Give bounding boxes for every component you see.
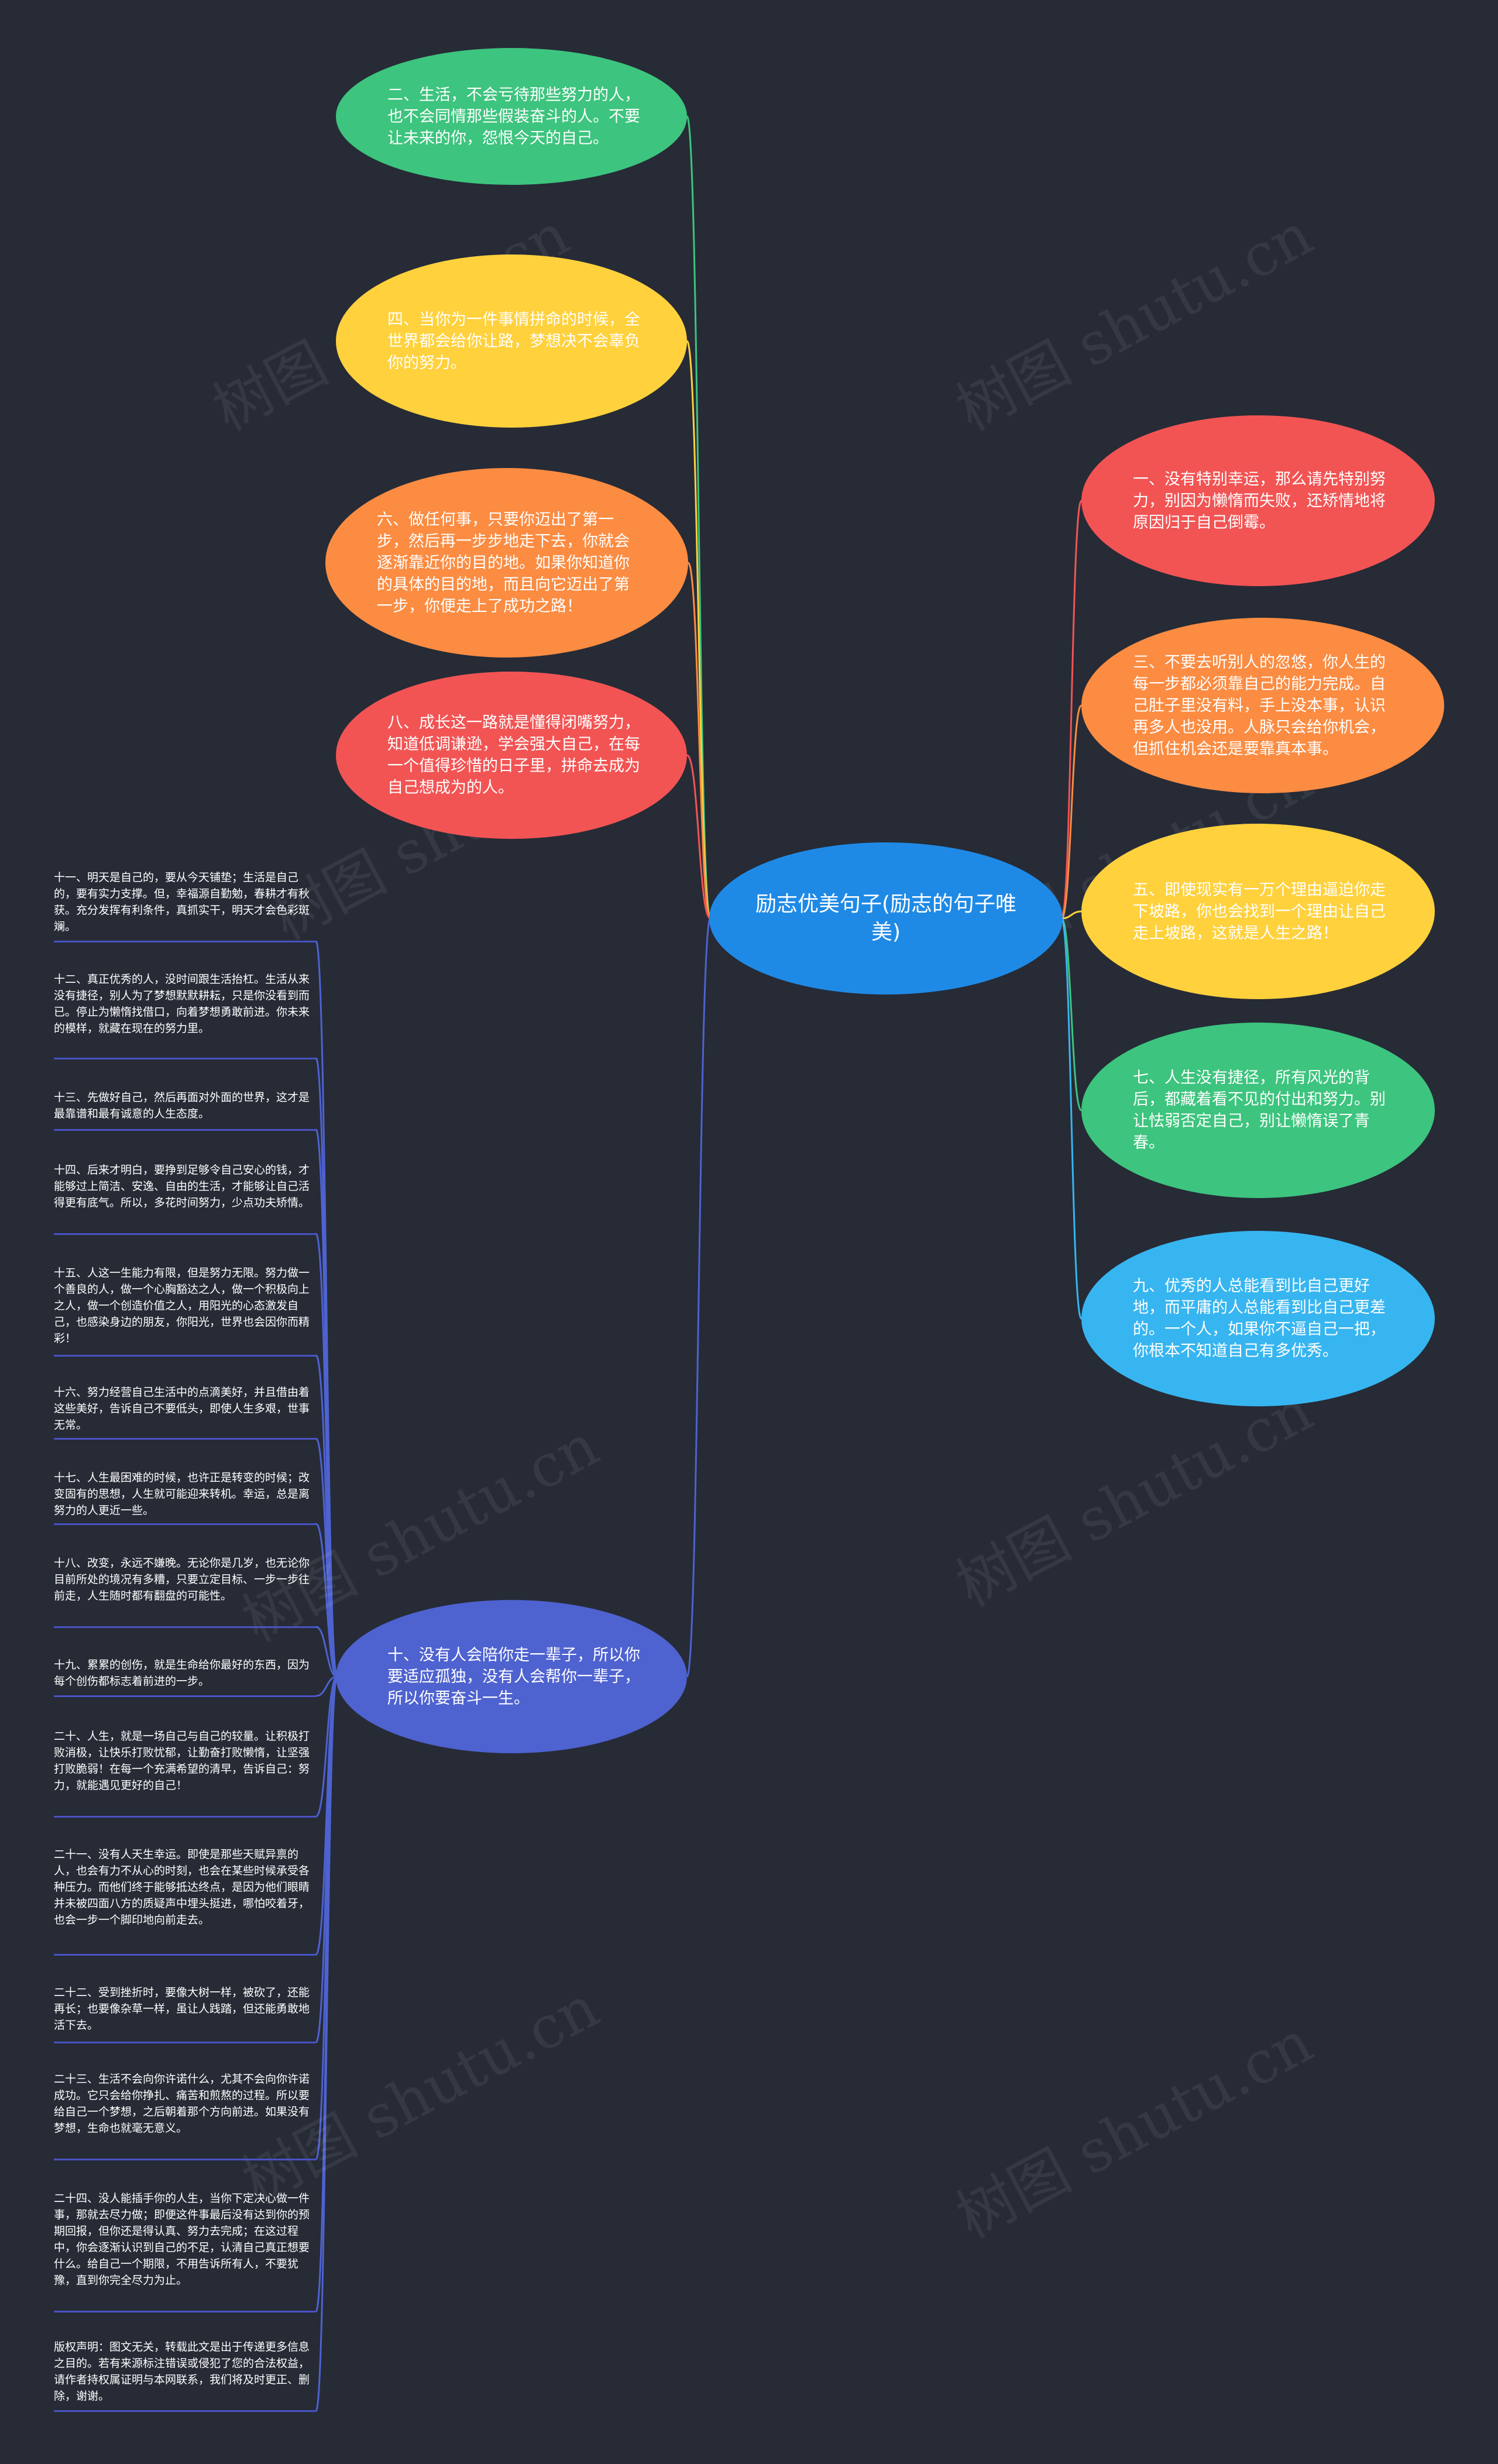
leaf-underline (54, 1233, 316, 1235)
branch-node-label: 八、成长这一路就是懂得闭嘴努力，知道低调谦逊，学会强大自己，在每一个值得珍惜的日… (387, 714, 640, 797)
leaf-connector-line (315, 1523, 338, 1678)
leaf-node-18[interactable]: 十八、改变，永远不嫌晚。无论你是几岁，也无论你目前所处的境况有多糟，只要立定目标… (54, 1557, 310, 1602)
branch-node-9[interactable]: 九、优秀的人总能看到比自己更好地，而平庸的人总能看到比自己更差的。一个人，如果你… (1081, 1231, 1435, 1406)
connector-line (687, 562, 712, 920)
branch-node-label: 四、当你为一件事情拼命的时候，全世界都会给你让路，梦想决不会辜负你的努力。 (387, 310, 640, 372)
branch-node-8[interactable]: 八、成长这一路就是懂得闭嘴努力，知道低调谦逊，学会强大自己，在每一个值得珍惜的日… (336, 672, 687, 839)
leaf-node-15[interactable]: 十五、人这一生能力有限，但是努力无限。努力做一个善良的人，做一个心胸豁达之人，做… (54, 1267, 310, 1345)
connector-line (686, 754, 712, 920)
leaf-node-13[interactable]: 十三、先做好自己，然后再面对外面的世界，这才是最靠谱和最有诚意的人生态度。 (54, 1091, 310, 1120)
branch-node-2[interactable]: 二、生活，不会亏待那些努力的人，也不会同情那些假装奋斗的人。不要让未来的你，怨恨… (336, 48, 687, 185)
leaf-node-19[interactable]: 十九、累累的创伤，就是生命给你最好的东西，因为每个创伤都标志着前进的一步。 (54, 1658, 310, 1688)
leaf-connector-line (315, 1675, 338, 2412)
leaf-underline (54, 2311, 316, 2312)
branch-node-10[interactable]: 十、没有人会陪你走一辈子，所以你要适应孤独，没有人会帮你一辈子，所以你要奋斗一生… (336, 1600, 687, 1753)
branch-node-label: 一、没有特别幸运，那么请先特别努力，别因为懒惰而失败，还矫情地将原因归于自己倒霉… (1133, 470, 1386, 532)
central-topic-node[interactable]: 励志优美句子(励志的句子唯美) (709, 842, 1063, 994)
branch-node-label: 三、不要去听别人的忽悠，你人生的每一步都必须靠自己的能力完成。自己肚子里没有料，… (1133, 653, 1386, 758)
connector-line (1060, 500, 1083, 920)
leaf-underline (54, 2042, 316, 2043)
leaf-node-16[interactable]: 十六、努力经营自己生活中的点滴美好，并且借由着这些美好，告诉自己不要低头，即使人… (54, 1386, 310, 1431)
leaf-node-23[interactable]: 二十三、生活不会向你许诺什么，尤其不会向你许诺成功。它只会给你挣扎、痛苦和煎熬的… (54, 2073, 310, 2135)
connector-line (686, 917, 712, 1678)
central-topic-label: 励志优美句子(励志的句子唯美) (755, 892, 1017, 944)
branch-node-7[interactable]: 七、人生没有捷径，所有风光的背后，都藏着看不见的付出和努力。别让怯弱否定自己，别… (1081, 1023, 1435, 1198)
leaf-underline (54, 2410, 316, 2412)
leaf-underline (54, 1816, 316, 1818)
leaf-underline (54, 1129, 316, 1131)
leaf-connector-line (315, 1626, 338, 1678)
leaf-underline (54, 1954, 316, 1956)
branch-node-label: 二、生活，不会亏待那些努力的人，也不会同情那些假装奋斗的人。不要让未来的你，怨恨… (387, 85, 640, 147)
leaf-connector-line (315, 1675, 338, 1818)
leaf-underline (54, 1523, 316, 1525)
leaf-connector-line (315, 1675, 338, 1697)
connector-line (1060, 917, 1083, 1111)
leaf-node-21[interactable]: 二十一、没有人天生幸运。即使是那些天赋异禀的人，也会有力不从心的时刻，也会在某些… (54, 1848, 310, 1926)
leaf-node-copyright[interactable]: 版权声明：图文无关，转载此文是出于传递更多信息之目的。若有来源标注错误或侵犯了您… (54, 2341, 310, 2403)
branch-node-5[interactable]: 五、即使现实有一万个理由逼迫你走下坡路，你也会找到一个理由让自己走上坡路，这就是… (1081, 824, 1435, 999)
connector-line (1061, 910, 1082, 920)
leaf-node-20[interactable]: 二十、人生，就是一场自己与自己的较量。让积极打败消极，让快乐打败忧郁，让勤奋打败… (54, 1730, 310, 1792)
leaf-node-17[interactable]: 十七、人生最困难的时候，也许正是转变的时候；改变固有的思想，人生就可能迎来转机。… (54, 1471, 310, 1517)
connector-line (686, 115, 712, 920)
branch-node-label: 六、做任何事，只要你迈出了第一步，然后再一步步地走下去，你就会逐渐靠近你的目的地… (377, 510, 630, 615)
leaf-underline (54, 1695, 316, 1697)
leaf-underline (54, 941, 316, 942)
leaf-underline (54, 1438, 316, 1440)
connector-line (1060, 704, 1083, 920)
leaf-node-22[interactable]: 二十二、受到挫折时，要像大树一样，被砍了，还能再长；也要像杂草一样，虽让人践踏，… (54, 1986, 310, 2032)
leaf-node-12[interactable]: 十二、真正优秀的人，没时间跟生活抬杠。生活从来没有捷径，别人为了梦想默默耕耘，只… (54, 973, 310, 1035)
branch-node-3[interactable]: 三、不要去听别人的忽悠，你人生的每一步都必须靠自己的能力完成。自己肚子里没有料，… (1081, 618, 1444, 793)
branch-node-1[interactable]: 一、没有特别幸运，那么请先特别努力，别因为懒惰而失败，还矫情地将原因归于自己倒霉… (1081, 415, 1435, 586)
branch-node-4[interactable]: 四、当你为一件事情拼命的时候，全世界都会给你让路，梦想决不会辜负你的努力。 (336, 254, 687, 428)
leaf-node-11[interactable]: 十一、明天是自己的，要从今天铺垫；生活是自己的，要有实力支撑。但，幸福源自勤勉，… (54, 871, 310, 933)
branch-node-label: 九、优秀的人总能看到比自己更好地，而平庸的人总能看到比自己更差的。一个人，如果你… (1133, 1277, 1386, 1360)
leaf-node-14[interactable]: 十四、后来才明白，要挣到足够令自己安心的钱，才能够过上简洁、安逸、自由的生活，才… (54, 1164, 310, 1209)
branch-node-label: 七、人生没有捷径，所有风光的背后，都藏着看不见的付出和努力。别让怯弱否定自己，别… (1133, 1069, 1386, 1152)
branch-node-label: 十、没有人会陪你走一辈子，所以你要适应孤独，没有人会帮你一辈子，所以你要奋斗一生… (387, 1646, 640, 1708)
branch-node-label: 五、即使现实有一万个理由逼迫你走下坡路，你也会找到一个理由让自己走上坡路，这就是… (1133, 880, 1386, 942)
leaf-node-24[interactable]: 二十四、没人能插手你的人生，当你下定决心做一件事，那就去尽力做；即便这件事最后没… (54, 2192, 310, 2287)
leaf-underline (54, 1355, 316, 1357)
connector-line (1060, 917, 1083, 1320)
branch-node-6[interactable]: 六、做任何事，只要你迈出了第一步，然后再一步步地走下去，你就会逐渐靠近你的目的地… (325, 468, 688, 658)
leaf-underline (54, 1626, 316, 1628)
leaf-underline (54, 2159, 316, 2160)
leaf-underline (54, 1058, 316, 1059)
